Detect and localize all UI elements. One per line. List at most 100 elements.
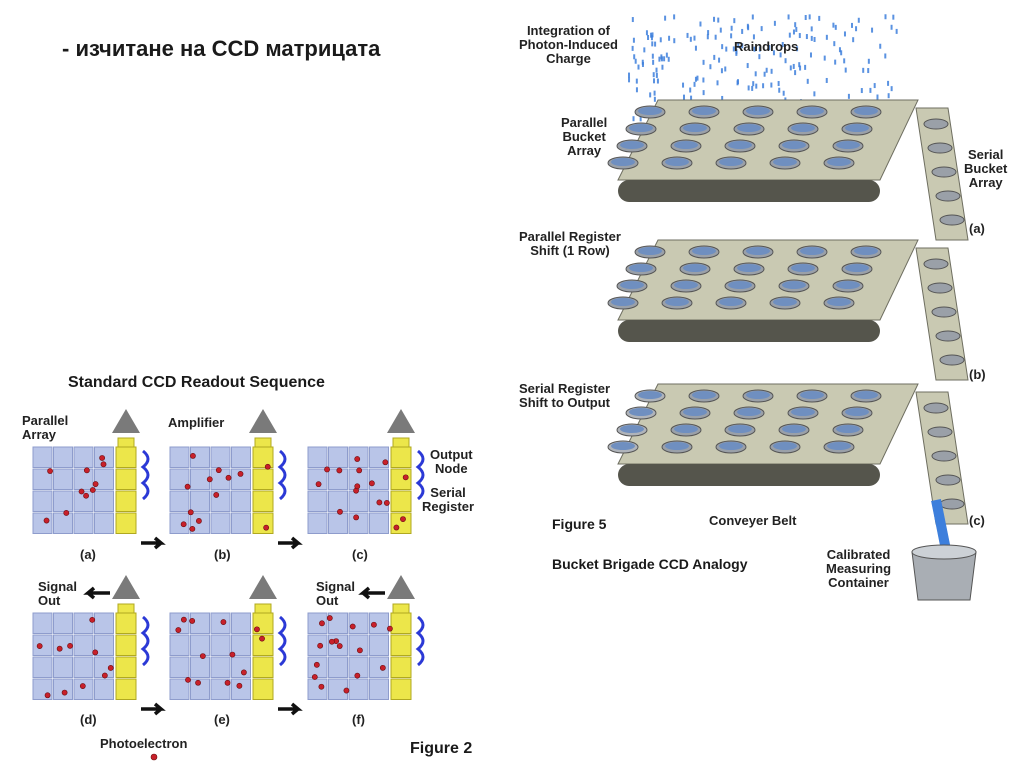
serial-register-cell xyxy=(390,512,412,534)
photoelectron-dot xyxy=(336,467,343,474)
pixel-cell xyxy=(190,678,210,700)
photoelectron-dot xyxy=(400,516,406,523)
bucket-water xyxy=(854,391,878,399)
serial-bucket xyxy=(939,498,965,510)
bucket-water xyxy=(737,124,761,132)
bucket-water xyxy=(773,442,797,450)
output-node xyxy=(117,437,135,448)
raindrop xyxy=(656,78,659,84)
photoelectron-dot xyxy=(371,621,377,628)
bucket-water xyxy=(683,124,707,132)
raindrop xyxy=(860,88,863,94)
serial-bucket xyxy=(931,306,957,318)
pixel-cell xyxy=(169,634,190,656)
pixel-cell xyxy=(348,634,369,656)
pixel-cell xyxy=(73,446,94,468)
raindrop xyxy=(809,52,812,58)
photoelectron-dot xyxy=(100,461,107,468)
raindrop xyxy=(634,58,637,64)
photoelectron-dot xyxy=(311,674,318,680)
raindrop xyxy=(714,34,717,40)
label-amplifier: Amplifier xyxy=(168,415,225,430)
raindrop xyxy=(632,116,635,122)
raindrop xyxy=(869,87,872,93)
raindrop xyxy=(654,41,657,47)
photoelectron-dot xyxy=(326,615,333,621)
pixel-cell xyxy=(307,446,328,468)
raindrop xyxy=(655,67,658,73)
readout-panel xyxy=(32,575,166,716)
raindrop xyxy=(631,45,634,51)
photoelectron-dot xyxy=(196,518,202,524)
panel-label-d: (d) xyxy=(80,712,97,727)
pixel-cell xyxy=(369,678,389,700)
raindrop xyxy=(702,77,705,83)
bucket-water xyxy=(827,158,851,166)
photoelectron-dot xyxy=(386,625,393,632)
raindrop xyxy=(747,85,750,91)
pixel-cell xyxy=(190,468,210,490)
photoelectron-dot xyxy=(254,626,260,633)
photoelectron-dot xyxy=(224,679,231,686)
photoelectron-dot xyxy=(195,679,201,686)
panel5-label-b: (b) xyxy=(969,367,986,382)
pixel-cell xyxy=(169,446,190,468)
raindrop xyxy=(770,82,773,88)
photoelectron-dot xyxy=(383,500,390,506)
raindrop xyxy=(806,78,809,84)
serial-bucket xyxy=(931,166,957,178)
raindrop xyxy=(765,67,768,73)
photoelectron-dot xyxy=(89,487,96,493)
raindrop xyxy=(673,14,676,20)
transfer-arrow xyxy=(277,449,287,501)
raindrop xyxy=(747,25,750,31)
raindrop xyxy=(651,53,654,59)
raindrop xyxy=(810,35,813,41)
bucket-water xyxy=(629,408,653,416)
pixel-cell xyxy=(210,612,231,634)
photoelectron-dot xyxy=(324,466,330,473)
photoelectron-dot xyxy=(99,455,106,461)
bucket-brigade-diagram xyxy=(607,14,977,601)
photoelectron-dot xyxy=(354,483,361,490)
raindrop xyxy=(699,21,702,27)
photoelectron-dot xyxy=(237,471,244,477)
raindrop xyxy=(798,62,801,68)
raindrop xyxy=(632,37,635,43)
photoelectron-dot xyxy=(83,492,89,499)
figure5-caption: Figure 5 xyxy=(552,516,607,532)
bucket-water xyxy=(620,141,644,149)
serial-register-cell xyxy=(252,490,274,512)
raindrop xyxy=(635,78,638,84)
raindrop xyxy=(890,86,893,92)
photoelectron-dot xyxy=(213,492,220,498)
pixel-cell xyxy=(369,468,389,490)
raindrop xyxy=(696,75,699,81)
label-output-node: Output Node xyxy=(430,447,473,476)
pixel-cell xyxy=(190,490,210,512)
raindrop xyxy=(844,67,847,73)
raindrop xyxy=(778,87,781,93)
bucket-water xyxy=(791,124,815,132)
bucket-water xyxy=(746,391,770,399)
pixel-cell xyxy=(369,512,389,534)
raindrop xyxy=(709,64,712,70)
bucket-water xyxy=(791,264,815,272)
pixel-cell xyxy=(73,634,94,656)
raindrop xyxy=(693,81,696,87)
raindrop xyxy=(755,83,758,89)
conveyor-belt-rollers xyxy=(618,180,880,202)
transfer-arrow xyxy=(140,449,150,501)
raindrop xyxy=(707,30,710,36)
bucket-water xyxy=(692,391,716,399)
raindrop xyxy=(818,15,821,21)
photoelectron-dot xyxy=(220,619,227,625)
raindrop xyxy=(682,82,685,88)
conveyor-belt-rollers xyxy=(618,464,880,486)
photoelectron-dot xyxy=(92,649,99,656)
raindrop xyxy=(781,42,784,48)
photoelectron-dot xyxy=(382,459,389,466)
raindrop xyxy=(651,41,654,47)
raindrop xyxy=(751,14,754,20)
amplifier-triangle xyxy=(249,409,277,433)
